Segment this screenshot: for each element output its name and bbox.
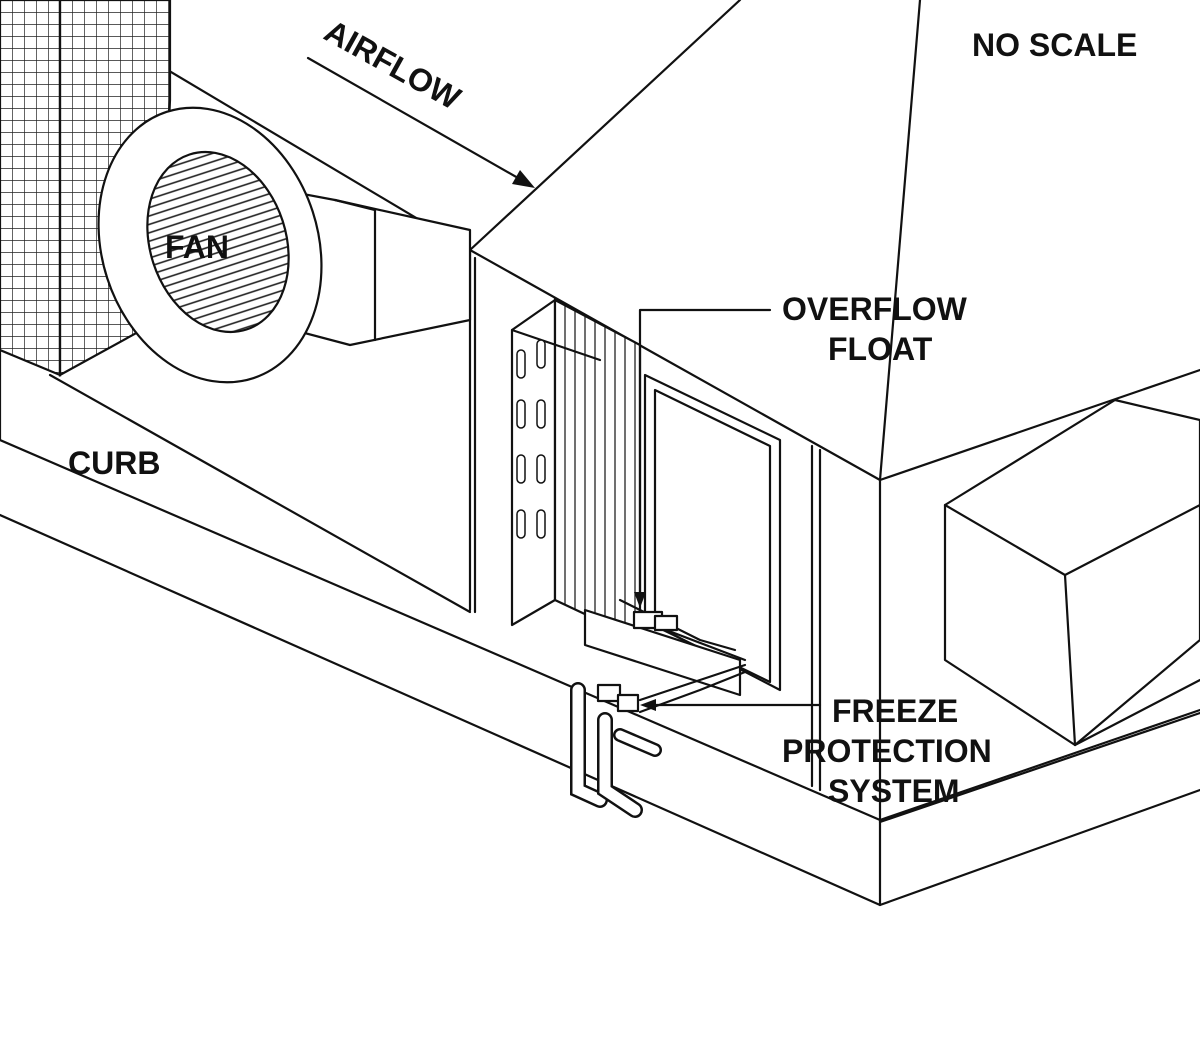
fan-label: FAN [165,229,229,265]
freeze-protection-plumbing [570,663,747,818]
overflow-label-line1: OVERFLOW [782,291,968,327]
coil [510,298,642,642]
airflow-arrow [306,56,535,188]
curb-label: CURB [68,445,160,481]
access-panel [583,373,782,697]
fan-assembly [97,106,472,384]
no-scale-label: NO SCALE [972,27,1137,63]
overflow-float [632,610,679,632]
airflow-label: AIRFLOW [319,13,468,117]
freeze-label-line2: PROTECTION [782,733,992,769]
leader-lines [634,308,822,711]
freeze-label-line1: FREEZE [832,693,958,729]
duct-opening [943,398,1200,747]
freeze-label-line3: SYSTEM [828,773,960,809]
overflow-label-line2: FLOAT [828,331,933,367]
